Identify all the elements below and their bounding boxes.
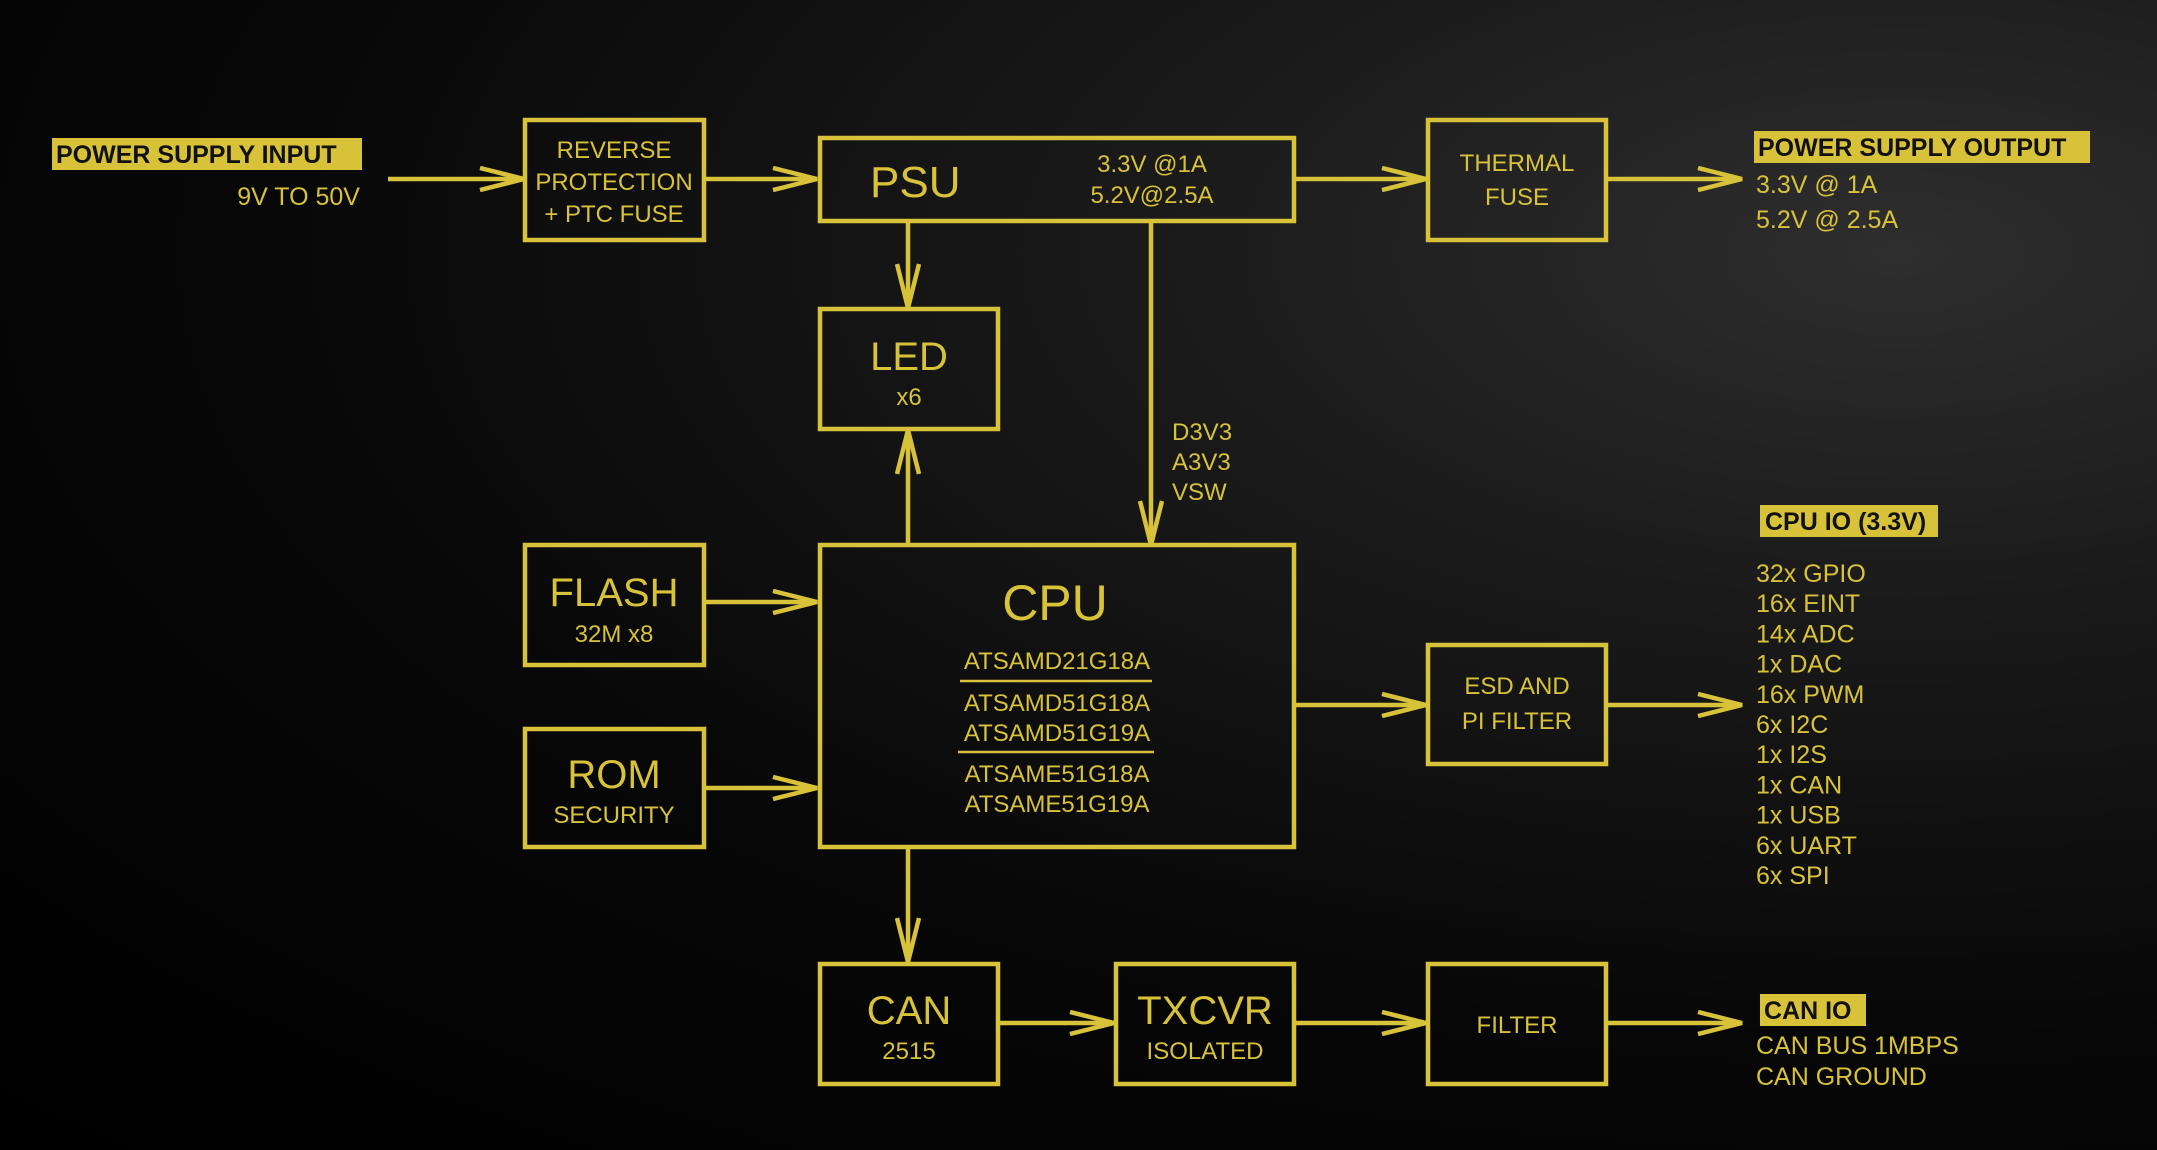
- power-supply-input: POWER SUPPLY INPUT 9V TO 50V: [52, 138, 362, 211]
- psu-title: PSU: [870, 158, 960, 207]
- txcvr-box: [1113, 961, 1297, 1087]
- cpu-io-label: CPU IO (3.3V): [1765, 508, 1926, 536]
- cpu-block: CPU ATSAMD21G18A ATSAMD51G18A ATSAMD51G1…: [817, 542, 1297, 850]
- cpu-io-item: 32x GPIO: [1756, 560, 1866, 588]
- cpu-variant-1: ATSAMD21G18A: [964, 648, 1150, 675]
- thermal-fuse-box: [1425, 117, 1609, 243]
- can-io-line-1: CAN BUS 1MBPS: [1756, 1032, 1959, 1060]
- power-output-line-1: 3.3V @ 1A: [1756, 171, 1878, 199]
- cpu-io-item: 6x I2C: [1756, 711, 1828, 739]
- reverse-protection-box: [522, 117, 707, 243]
- power-input-label: POWER SUPPLY INPUT: [56, 141, 337, 169]
- cpu-variant-4: ATSAME51G18A: [965, 761, 1150, 788]
- led-block: LED x6: [817, 306, 1001, 432]
- cpu-io-item: 1x DAC: [1756, 651, 1842, 679]
- flash-box: [522, 542, 707, 668]
- flash-title: FLASH: [550, 571, 679, 615]
- can-filter-box: [1425, 961, 1609, 1087]
- rail-a3v3: A3V3: [1172, 449, 1231, 476]
- txcvr-title: TXCVR: [1137, 989, 1273, 1033]
- cpu-variant-5: ATSAME51G19A: [965, 791, 1150, 818]
- cpu-io-item: 16x PWM: [1756, 681, 1864, 709]
- thermal-fuse-line-1: THERMAL: [1460, 150, 1575, 177]
- txcvr-block: TXCVR ISOLATED: [1113, 961, 1297, 1087]
- flash-block: FLASH 32M x8: [522, 542, 707, 668]
- connections: [388, 179, 1742, 1023]
- can-io-label: CAN IO: [1764, 997, 1852, 1025]
- reverse-protection-block: REVERSE PROTECTION + PTC FUSE: [522, 117, 707, 243]
- esd-filter-block: ESD AND PI FILTER: [1425, 642, 1609, 767]
- led-count: x6: [896, 384, 921, 411]
- rom-box: [522, 726, 707, 850]
- cpu-io-item: 14x ADC: [1756, 620, 1855, 648]
- power-rails-labels: D3V3 A3V3 VSW: [1172, 419, 1232, 506]
- can-title: CAN: [867, 989, 951, 1033]
- power-supply-output: POWER SUPPLY OUTPUT 3.3V @ 1A 5.2V @ 2.5…: [1754, 131, 2090, 234]
- txcvr-isolated: ISOLATED: [1147, 1038, 1264, 1065]
- can-block: CAN 2515: [817, 961, 1001, 1087]
- rom-security: SECURITY: [553, 802, 674, 829]
- cpu-io-item: 1x CAN: [1756, 771, 1842, 799]
- esd-filter-line-2: PI FILTER: [1462, 708, 1572, 735]
- psu-box: [817, 135, 1297, 224]
- can-io: CAN IO CAN BUS 1MBPS CAN GROUND: [1756, 994, 1959, 1091]
- rom-block: ROM SECURITY: [522, 726, 707, 850]
- rail-d3v3: D3V3: [1172, 419, 1232, 446]
- led-title: LED: [870, 335, 948, 379]
- cpu-variant-3: ATSAMD51G19A: [964, 720, 1150, 747]
- esd-filter-line-1: ESD AND: [1464, 673, 1569, 700]
- power-input-range: 9V TO 50V: [237, 183, 360, 211]
- can-io-highlight: [1760, 994, 1866, 1026]
- cpu-io-item: 6x SPI: [1756, 862, 1830, 890]
- cpu-variant-2: ATSAMD51G18A: [964, 690, 1150, 717]
- cpu-io-item: 6x UART: [1756, 832, 1857, 860]
- cpu-box: [817, 542, 1297, 850]
- esd-filter-box: [1425, 642, 1609, 767]
- cpu-io-highlight: [1760, 505, 1938, 537]
- flash-size: 32M x8: [575, 621, 654, 648]
- reverse-protection-line-1: REVERSE: [557, 137, 672, 164]
- can-chip: 2515: [882, 1038, 935, 1065]
- reverse-protection-line-2: PROTECTION: [535, 169, 692, 196]
- psu-block: PSU 3.3V @1A 5.2V@2.5A: [817, 135, 1297, 224]
- cpu-title: CPU: [1002, 575, 1108, 631]
- led-box: [817, 306, 1001, 432]
- thermal-fuse-line-2: FUSE: [1485, 184, 1549, 211]
- rail-vsw: VSW: [1172, 479, 1227, 506]
- cpu-io-item: 16x EINT: [1756, 590, 1860, 618]
- rom-title: ROM: [567, 753, 660, 797]
- can-box: [817, 961, 1001, 1087]
- can-filter-block: FILTER: [1425, 961, 1609, 1087]
- psu-rail-3v3: 3.3V @1A: [1097, 151, 1207, 178]
- cpu-io-item: 1x USB: [1756, 802, 1841, 830]
- power-output-highlight: [1754, 131, 2090, 163]
- power-input-highlight: [52, 138, 362, 170]
- reverse-protection-line-3: + PTC FUSE: [544, 201, 683, 228]
- can-io-line-2: CAN GROUND: [1756, 1063, 1927, 1091]
- psu-rail-5v2: 5.2V@2.5A: [1090, 182, 1213, 209]
- power-output-label: POWER SUPPLY OUTPUT: [1758, 134, 2066, 162]
- power-output-line-2: 5.2V @ 2.5A: [1756, 206, 1898, 234]
- thermal-fuse-block: THERMAL FUSE: [1425, 117, 1609, 243]
- can-filter-label: FILTER: [1477, 1012, 1558, 1039]
- cpu-io-item: 1x I2S: [1756, 741, 1827, 769]
